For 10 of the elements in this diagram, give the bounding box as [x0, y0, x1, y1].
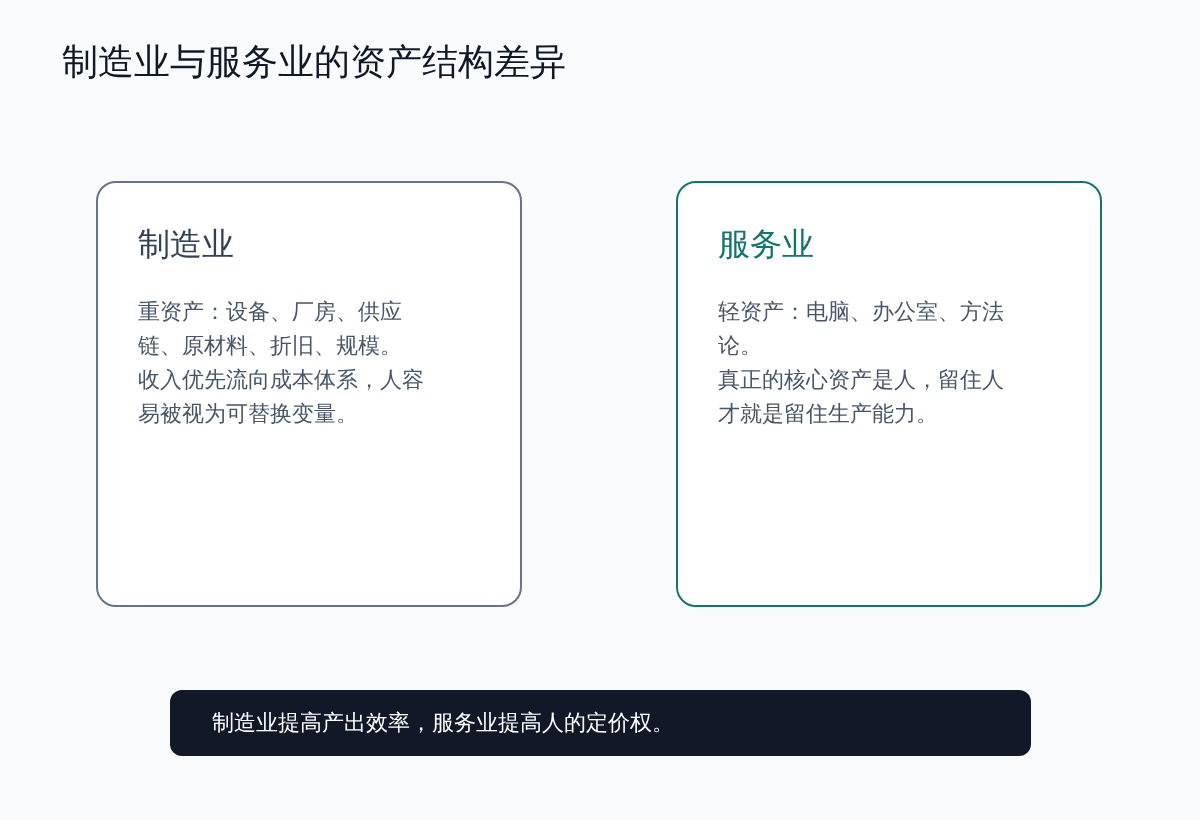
card [96, 181, 522, 607]
card-text: 轻资产：电脑、办公室、方法论。 [718, 298, 1005, 360]
card [676, 181, 1102, 607]
card-text: 真正的核心资产是人，留住人才就是留住生产能力。 [718, 366, 1005, 428]
title: 制造业与服务业的资产结构差异 [62, 40, 566, 84]
card-text: 重资产：设备、厂房、供应链、原材料、折旧、规模。 [138, 298, 403, 360]
card-text: 收入优先流向成本体系，人容易被视为可替换变量。 [138, 366, 425, 428]
card-heading: 服务业 [718, 224, 814, 265]
card-heading: 制造业 [138, 224, 234, 265]
summary-banner: 制造业提高产出效率，服务业提高人的定价权。 [170, 690, 1031, 756]
